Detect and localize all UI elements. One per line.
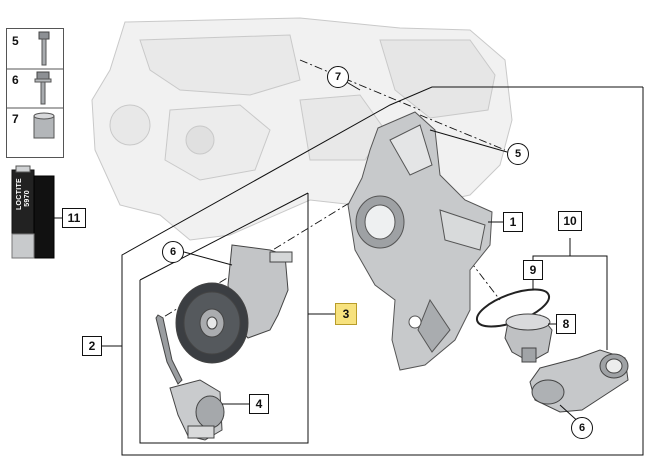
bolt-with-washer-icon [34,71,52,105]
callout-5[interactable]: 5 [507,143,529,165]
adhesive-tube [11,165,55,259]
side-part-label-5: 5 [12,34,19,48]
callout-1[interactable]: 1 [503,212,523,232]
callout-11[interactable]: 11 [62,208,86,228]
adhesive-product: 5970 [24,190,31,207]
coolant-housing-10 [529,349,629,413]
side-part-label-6: 6 [12,73,19,87]
callout-6-pump[interactable]: 6 [162,241,184,263]
water-pump [175,244,293,364]
adhesive-brand: LOCTITE [16,178,23,211]
dowel-sleeve-icon [33,112,55,139]
side-parts-table [6,28,64,158]
thermostat [475,288,553,363]
callout-7[interactable]: 7 [327,66,349,88]
callout-3[interactable]: 3 [335,303,357,325]
bolt-icon [38,31,50,66]
callout-9[interactable]: 9 [523,260,543,280]
heater-valve [155,314,225,441]
callout-4[interactable]: 4 [249,394,269,414]
callout-10[interactable]: 10 [558,211,582,231]
assembly-frames [121,86,644,456]
side-part-label-7: 7 [12,112,19,126]
callout-2[interactable]: 2 [82,336,102,356]
callout-8[interactable]: 8 [556,314,576,334]
callout-6-housing[interactable]: 6 [571,417,593,439]
thermostat-housing [347,111,493,371]
